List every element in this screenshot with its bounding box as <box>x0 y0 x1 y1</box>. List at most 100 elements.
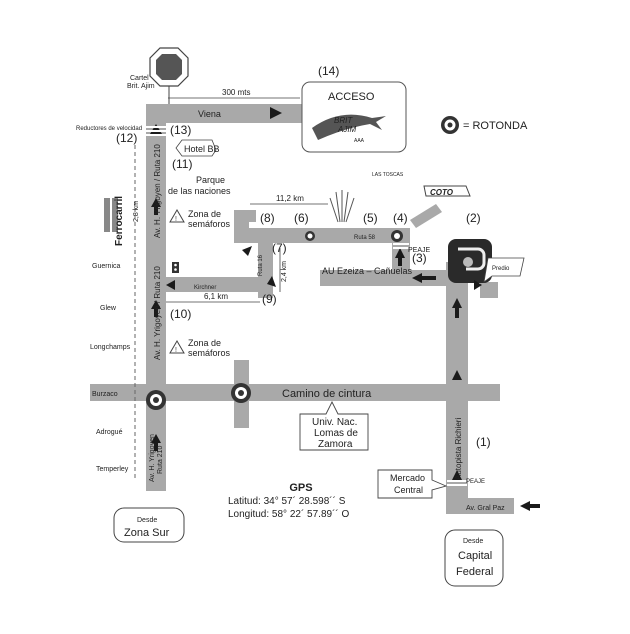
locality-label: Glew <box>100 305 117 312</box>
predio-callout <box>483 257 525 283</box>
reductores-label: Reductores de velocidad <box>76 126 142 132</box>
road-label-richieri: Autopista Richieri <box>454 418 463 480</box>
road-label-au-ezeiza: AU Ezeiza – Cañuelas <box>322 266 413 276</box>
arrow-up-shaft <box>398 258 402 266</box>
road-stub-coto <box>410 204 442 228</box>
road-ruta58 <box>234 228 410 243</box>
distance-label-2-8: 2,8 km <box>133 201 140 222</box>
las-toscas-label: LAS TOSCAS <box>372 172 404 178</box>
arrow-up-icon <box>151 300 161 309</box>
univ-label: Univ. Nac. <box>312 417 357 428</box>
mercado-callout <box>377 469 448 499</box>
arrow-up-shaft <box>455 308 459 318</box>
marker-1: (1) <box>476 435 491 449</box>
arrow-up-shaft <box>154 443 158 451</box>
marker-13: (13) <box>170 123 191 137</box>
logo-aaa: AAA <box>354 138 365 144</box>
desde-capital-box <box>444 529 504 587</box>
marker-12: (12) <box>116 131 137 145</box>
desde-capital-label: Federal <box>456 566 493 578</box>
marker-3: (3) <box>412 251 427 265</box>
arrow-up-shaft <box>154 207 158 215</box>
univ-label: Lomas de <box>314 428 358 439</box>
road-label-yrigoyen-top: Av. H. Yrigoyen / Ruta 210 <box>153 144 162 238</box>
gps-block: GPS Latitud: 34° 57´ 28.598´´ S Longitud… <box>228 482 408 520</box>
desde-zona-sur-label: Desde <box>137 517 157 524</box>
road-label-ferrocarril: Ferrocarril <box>114 196 125 246</box>
acceso-label: ACCESO <box>328 91 375 103</box>
desde-zona-sur-box <box>113 507 185 543</box>
mercado-label: Mercado <box>390 473 425 483</box>
marker-9: (9) <box>262 292 277 306</box>
brit-ajim-logo: BRIT AJIM AAA <box>312 114 386 144</box>
marker-7: (7) <box>272 241 287 255</box>
locality-label: Temperley <box>96 466 129 473</box>
semaforos-label-1: Zona de <box>188 209 221 219</box>
interchange-center <box>463 257 473 267</box>
hotel-bb-callout <box>175 139 217 157</box>
arrow-right-icon <box>270 107 282 119</box>
road-label-kirchner: Kirchner <box>194 285 216 291</box>
arrow-left-icon <box>166 280 175 290</box>
hotel-bb-label: Hotel BB <box>184 144 220 154</box>
warning-triangle-icon: ! <box>169 209 185 223</box>
marker-11: (11) <box>172 157 192 171</box>
marker-14: (14) <box>318 64 339 78</box>
railway-icon <box>104 198 118 232</box>
traffic-light-icon <box>172 262 179 273</box>
semaforos-label-2: semáforos <box>188 348 231 358</box>
road-richieri <box>446 262 468 510</box>
svg-text:!: ! <box>175 216 177 223</box>
svg-text:!: ! <box>175 347 177 354</box>
interchange-ramp <box>458 247 486 271</box>
univ-callout <box>299 400 369 451</box>
road-stub-2 <box>480 282 498 298</box>
gps-title: GPS <box>289 482 313 494</box>
road-label-gral-paz: Av. Gral Paz <box>466 505 505 512</box>
road-label-yrigoyen-mid: Av. H. Yrigoyen / Ruta 210 <box>153 266 162 360</box>
roundabout-legend-label: = ROTONDA <box>463 120 528 132</box>
logo-ajim: AJIM <box>337 125 357 134</box>
marker-6: (6) <box>294 211 309 225</box>
road-label-ruta58: Ruta 58 <box>354 235 376 241</box>
arrow-up-icon <box>452 370 462 380</box>
peaje-label-top: PEAJE <box>408 247 431 254</box>
arrow-right-icon <box>474 280 482 290</box>
warning-triangle-icon: ! <box>169 340 185 354</box>
distance-label-11-2: 11,2 km <box>276 194 304 203</box>
arrow-up-icon <box>452 298 462 308</box>
peaje-label-bottom: PEAJE <box>466 479 485 485</box>
predio-label: Predio <box>492 266 510 272</box>
semaforos-label-1: semáforos <box>188 219 231 229</box>
arrow-up-icon <box>452 470 462 480</box>
toll-booth-icon <box>393 243 409 249</box>
mercado-label: Central <box>394 485 423 495</box>
roundabout-icon <box>391 230 403 242</box>
arrow-up-icon <box>151 434 161 443</box>
road-label-ruta16: Ruta 16 <box>258 254 264 276</box>
gps-longitude: Longitud: 58° 22´ 57.89´´ O <box>228 509 350 520</box>
speed-bumps <box>146 126 166 136</box>
toll-booth-icon <box>447 480 467 486</box>
road-kirchner <box>162 277 272 292</box>
arrow-up-left-icon <box>267 276 276 287</box>
coto-label: COTO <box>430 188 454 197</box>
arrow-left-shaft <box>530 504 540 508</box>
road-label-camino-cintura: Camino de cintura <box>282 388 372 400</box>
locality-label: Burzaco <box>92 391 118 398</box>
road-label-viena: Viena <box>198 109 221 119</box>
arrow-up-icon <box>151 198 161 207</box>
arrow-left-icon <box>412 273 422 283</box>
desde-zona-sur-label: Zona Sur <box>124 527 170 539</box>
monument-icon <box>329 190 355 223</box>
cartel-label: Brit. Ajim <box>127 83 155 90</box>
arrow-down-left-icon <box>242 246 252 256</box>
logo-brit: BRIT <box>334 116 353 125</box>
arrow-up-shaft <box>154 309 158 317</box>
roundabout-legend-icon <box>441 116 459 134</box>
marker-8: (8) <box>260 211 275 225</box>
distance-label-300: 300 mts <box>222 88 250 97</box>
marker-10: (10) <box>170 307 191 321</box>
road-camino-cintura <box>90 384 500 401</box>
